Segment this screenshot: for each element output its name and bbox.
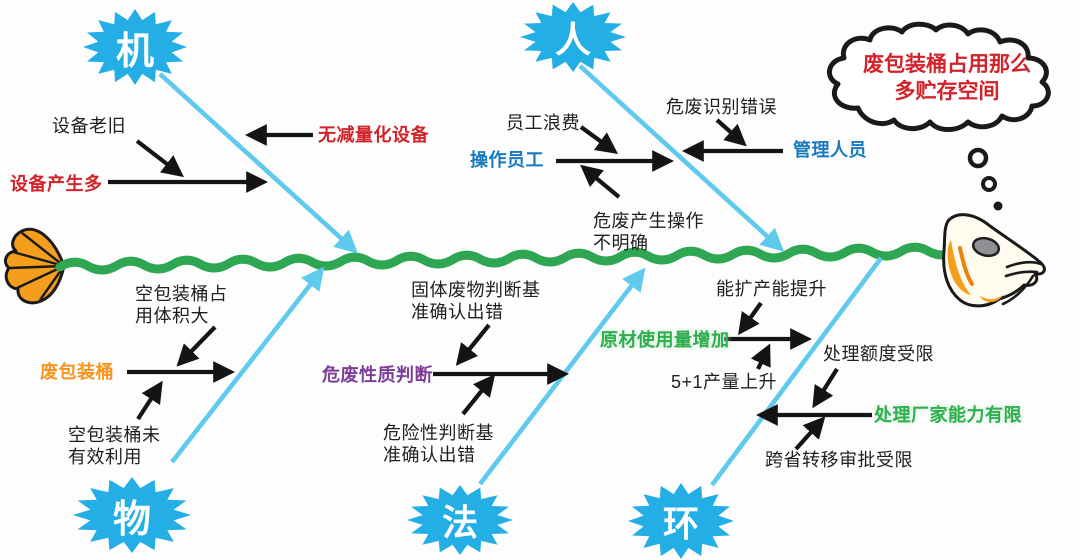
category-star-environment: 环	[628, 483, 734, 559]
arrow-empty-drum-unused	[136, 380, 163, 421]
label-equip-many: 设备产生多	[10, 174, 103, 194]
label-empty-drum-volume: 空包装桶占 用体积大	[135, 284, 228, 327]
label-no-reduction-equipment: 无减量化设备	[318, 125, 429, 145]
label-managers: 管理人员	[793, 140, 867, 160]
category-label-material: 物	[112, 498, 151, 541]
category-label-method: 法	[441, 502, 478, 543]
label-waste-drum: 废包装桶	[40, 362, 114, 382]
category-label-machine: 机	[115, 30, 154, 73]
fish-head	[942, 213, 1046, 308]
thought-cloud	[827, 21, 1051, 132]
label-cross-province-transfer-limited: 跨省转移审批受限	[765, 450, 913, 470]
label-raw-material-usage-up: 原材使用量增加	[600, 330, 730, 350]
category-label-environment: 环	[662, 503, 699, 544]
arrow-staff-waste	[579, 125, 619, 154]
label-output-5plus1-up: 5+1产量上升	[671, 372, 778, 392]
label-capacity-expansion-up: 能扩产能提升	[716, 279, 827, 299]
arrow-hazwaste-operation-unclear	[580, 164, 621, 199]
label-solid-waste-basis-error: 固体废物判断基 准确认出错	[411, 280, 541, 323]
label-hazwaste-property-judgement: 危废性质判断	[322, 365, 433, 385]
arrow-empty-drum-volume	[176, 325, 217, 367]
cause-arrows	[108, 118, 872, 451]
thought-bubble-medium	[981, 176, 997, 192]
label-staff-waste: 员工浪费	[506, 113, 580, 133]
arrow-capacity-expansion	[738, 301, 763, 336]
label-hazwaste-id-error: 危废识别错误	[666, 97, 777, 117]
label-empty-drum-unused: 空包装桶未 有效利用	[68, 425, 161, 468]
problem-statement: 废包装桶占用那么 多贮存空间	[863, 53, 1031, 103]
category-star-machine: 机	[83, 9, 187, 85]
branch-people	[578, 64, 785, 252]
arrow-solid-waste-basis	[455, 323, 491, 366]
label-operators: 操作员工	[470, 150, 544, 170]
arrow-disposal-quota	[812, 367, 839, 409]
label-hazwaste-operation-unclear: 危废产生操作 不明确	[593, 211, 704, 254]
thought-bubble-large	[967, 147, 989, 169]
arrow-hazard-basis	[461, 374, 496, 416]
label-disposal-vendor-capacity-limited: 处理厂家能力有限	[874, 405, 1022, 425]
arrow-hazwaste-id-error	[715, 118, 747, 147]
fish-mouth	[1001, 261, 1043, 306]
label-hazard-basis-error: 危险性判断基 准确认出错	[383, 423, 494, 466]
category-label-people: 人	[554, 19, 591, 60]
fish-tail	[4, 227, 66, 305]
category-star-people: 人	[520, 2, 626, 72]
branch-machine	[158, 72, 359, 254]
category-star-method: 法	[407, 485, 513, 555]
fish-eye	[971, 236, 1001, 258]
label-equip-old: 设备老旧	[52, 116, 126, 136]
label-disposal-quota-limited: 处理额度受限	[823, 344, 934, 364]
branch-environment	[710, 256, 883, 487]
arrow-output-5plus1	[750, 343, 771, 370]
category-star-material: 物	[73, 477, 191, 553]
branch-material	[170, 266, 325, 464]
fish-spine	[55, 242, 961, 275]
arrow-equip-old	[135, 139, 184, 178]
arrow-cross-province-transfer	[794, 416, 826, 451]
thought-bubble-small	[993, 201, 1003, 211]
